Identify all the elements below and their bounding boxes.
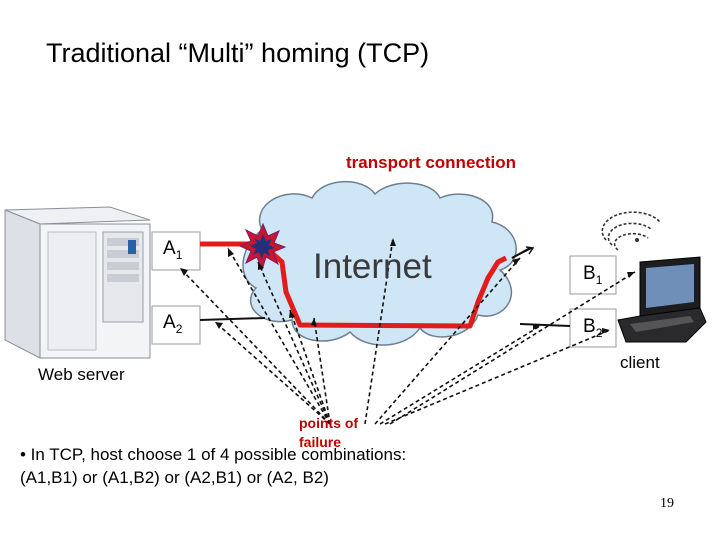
port-b1-letter: B <box>583 263 596 284</box>
page-number: 19 <box>660 496 674 511</box>
port-a1-label: A1 <box>163 238 182 262</box>
slide-title: Traditional “Multi” homing (TCP) <box>46 38 430 68</box>
port-a2-box <box>151 305 201 345</box>
server-icon <box>4 206 151 359</box>
failure-arrowheads <box>180 238 635 334</box>
arrow-icon <box>511 246 535 259</box>
cloud-icon <box>242 181 517 346</box>
port-b2-box <box>569 308 617 348</box>
bullet-line-1: • In TCP, host choose 1 of 4 possible co… <box>20 445 407 464</box>
client-label: client <box>620 353 660 372</box>
points-of-failure-label: points of failure <box>299 415 359 450</box>
bullet-line-2: (A1,B1) or (A1,B2) or (A2,B1) or (A2, B2… <box>20 468 329 487</box>
explosion-icon <box>238 222 287 272</box>
port-b1-box <box>569 255 617 295</box>
port-a2-label: A2 <box>163 312 182 336</box>
port-a2-letter: A <box>163 312 176 333</box>
port-b1-index: 1 <box>595 272 603 287</box>
laptop-icon <box>617 256 707 343</box>
bullet-text: • In TCP, host choose 1 of 4 possible co… <box>20 443 580 489</box>
web-server-label: Web server <box>38 365 125 384</box>
wireless-signal-icon <box>601 211 661 251</box>
port-b2-label: B2 <box>583 316 602 340</box>
port-a1-box <box>151 231 201 271</box>
port-b1-label: B1 <box>583 263 602 287</box>
port-b2-letter: B <box>583 316 596 337</box>
transport-connection-label: transport connection <box>346 153 517 172</box>
port-a1-letter: A <box>163 238 176 259</box>
internet-label: Internet <box>313 247 432 286</box>
port-a2-index: 2 <box>175 321 183 336</box>
port-a1-index: 1 <box>175 247 183 262</box>
port-b2-index: 2 <box>595 325 603 340</box>
failure-point-arrows <box>179 237 636 425</box>
